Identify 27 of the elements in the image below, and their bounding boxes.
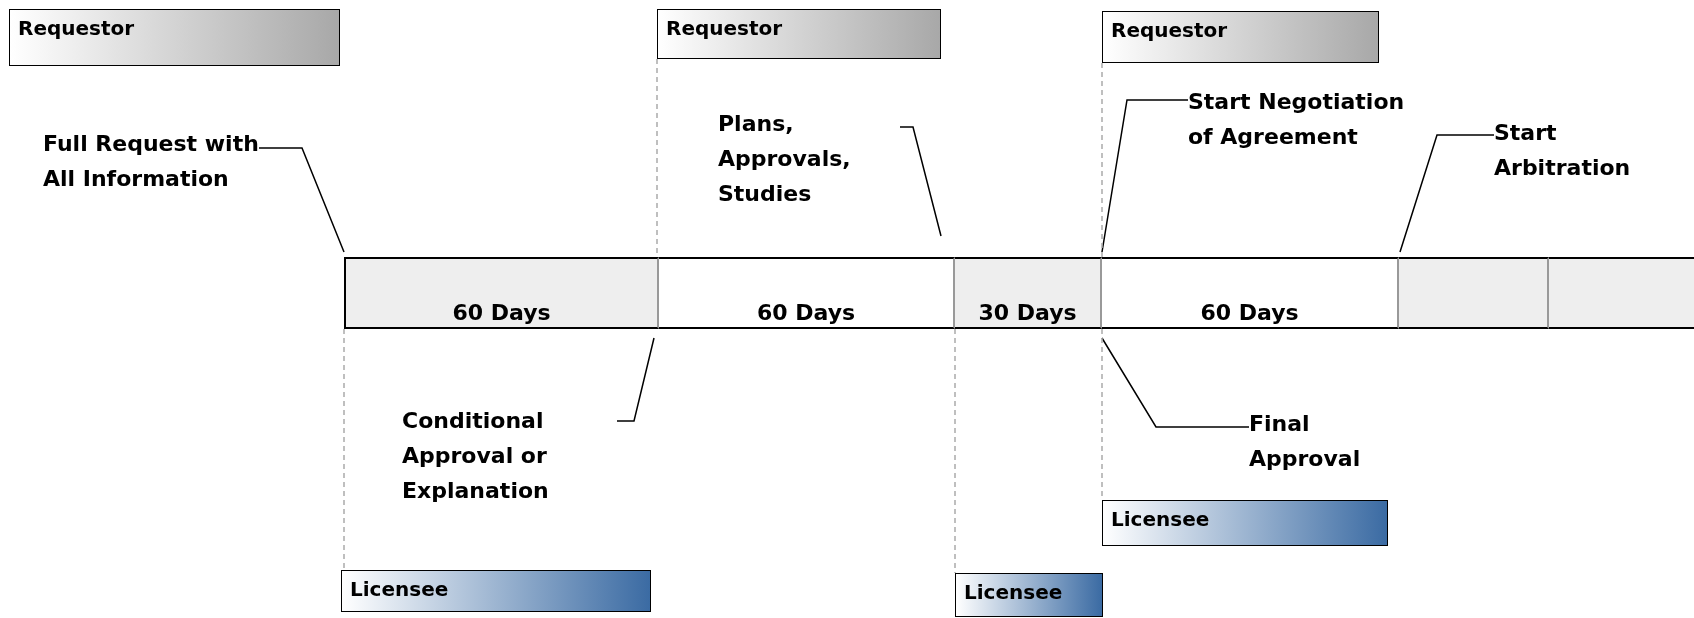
guide-line <box>1101 62 1103 258</box>
role-label-box: Requestor <box>1102 11 1379 63</box>
leader-line <box>1101 99 1189 253</box>
callout-text: Start Negotiation of Agreement <box>1188 88 1406 151</box>
role-label-box: Requestor <box>9 9 340 66</box>
leader-line <box>258 147 345 253</box>
callout-text: Conditional Approval or Explanation <box>402 407 550 505</box>
role-label-box: Licensee <box>341 570 651 612</box>
role-label-box: Licensee <box>955 573 1103 617</box>
timeline-segment: 60 Days <box>659 257 955 329</box>
timeline-segment <box>1549 257 1694 329</box>
timeline-segment: 60 Days <box>1102 257 1399 329</box>
role-label-box: Requestor <box>657 9 941 59</box>
timeline-segment: 60 Days <box>344 257 659 329</box>
leader-line <box>616 337 655 422</box>
callout-text: Start Arbitration <box>1494 119 1632 182</box>
guide-line <box>343 328 345 571</box>
callout-text: Final Approval <box>1249 410 1362 473</box>
leader-line <box>1101 337 1250 428</box>
leader-line <box>1399 134 1495 253</box>
callout-text: Plans, Approvals, Studies <box>718 110 852 208</box>
leader-line <box>899 126 942 237</box>
timeline-segment: 30 Days <box>955 257 1102 329</box>
role-label-box: Licensee <box>1102 500 1388 546</box>
timeline-segment <box>1399 257 1549 329</box>
callout-text: Full Request with All Information <box>43 130 259 193</box>
guide-line <box>954 328 956 574</box>
